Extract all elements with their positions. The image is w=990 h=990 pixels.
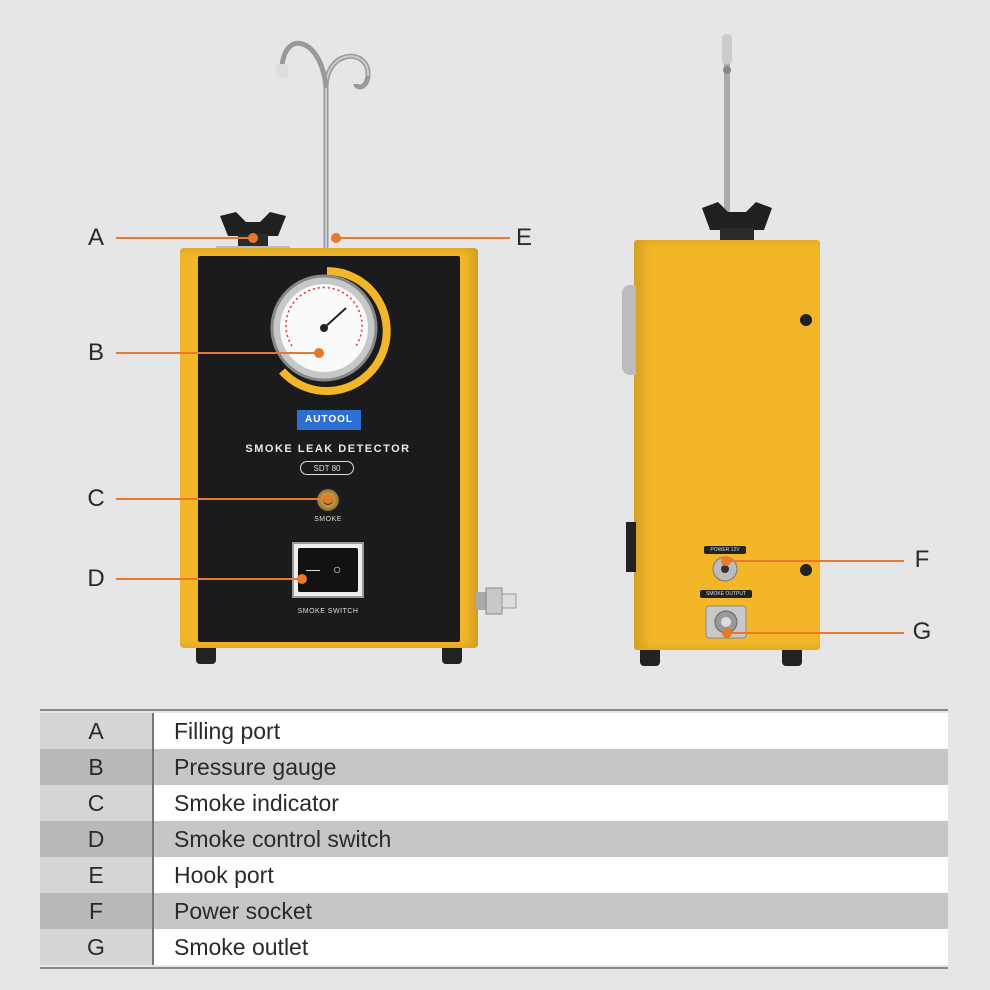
table-row: B Pressure gauge [40,749,948,785]
smoke-indicator-label: SMOKE [314,516,342,523]
row-label: Pressure gauge [174,754,337,780]
side-body [634,240,820,650]
table-row: F Power socket [40,893,948,929]
row-label: Filling port [174,718,281,744]
gauge-edge [622,285,636,375]
side-screw-top [800,314,812,326]
table-row: D Smoke control switch [40,821,948,857]
side-cap-icon [702,202,772,242]
row-label: Smoke control switch [174,826,392,852]
row-key: G [40,929,152,965]
table-row: G Smoke outlet [40,929,948,965]
row-label: Power socket [174,898,313,924]
row-key: C [40,785,152,821]
device-title: SMOKE LEAK DETECTOR [245,443,411,455]
row-key: B [40,749,152,785]
row-key: E [40,857,152,893]
side-screw-bottom [800,564,812,576]
side-foot-left [640,650,660,666]
model-badge: SDT 80 [300,461,354,475]
table-row: C Smoke indicator [40,785,948,821]
switch-off-symbol: ○ [333,561,342,577]
pressure-gauge [270,267,391,395]
hook-icon [276,40,371,248]
brand-logo: AUTOOL [297,410,361,430]
power-socket-label: POWER 12V [704,546,746,554]
row-key: F [40,893,152,929]
table-row: A Filling port [40,713,948,749]
outlet-fitting-icon [476,587,517,615]
hook-side-icon [722,34,732,240]
row-key: D [40,821,152,857]
side-foot-right [782,650,802,666]
row-key: A [40,713,152,749]
side-latch [626,522,636,572]
front-foot-right [442,648,462,664]
smoke-switch[interactable] [298,548,358,592]
row-label: Smoke outlet [174,934,309,960]
row-label: Hook port [174,862,274,888]
row-label: Smoke indicator [174,790,339,816]
switch-on-symbol: — [306,561,320,577]
smoke-switch-label: SMOKE SWITCH [297,608,359,615]
legend-table: A Filling port B Pressure gauge C Smoke … [40,709,948,969]
smoke-outlet-label: SMOKE OUTPUT [700,590,752,598]
table-row: E Hook port [40,857,948,893]
front-foot-left [196,648,216,664]
